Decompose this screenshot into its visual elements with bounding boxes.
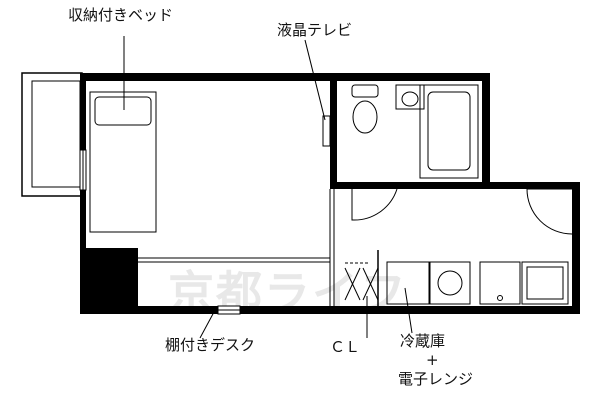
label-fridge: 冷蔵庫 (400, 332, 446, 350)
washer (429, 261, 471, 305)
balcony (21, 72, 83, 197)
fridge (386, 261, 430, 305)
bed (89, 91, 157, 233)
main-room-walls (80, 73, 580, 314)
closet (344, 250, 379, 306)
sink (395, 84, 425, 110)
label-bed: 収納付きベッド (68, 6, 174, 24)
entrance-door (526, 188, 573, 235)
tv (322, 115, 331, 147)
toilet (351, 84, 379, 134)
label-desk: 棚付きデスク (165, 336, 256, 354)
label-plus: + (426, 351, 439, 369)
label-closet: ＣＬ (330, 338, 361, 356)
kitchen-counter (479, 261, 521, 305)
window-left (79, 149, 87, 191)
shoe-cabinet (521, 261, 569, 305)
leader-lines (123, 36, 413, 339)
partition (329, 189, 335, 306)
label-microwave: 電子レンジ (398, 370, 474, 388)
label-tv: 液晶テレビ (277, 21, 353, 39)
bath-door (351, 188, 398, 221)
bathtub (419, 84, 479, 179)
desk (138, 257, 330, 315)
